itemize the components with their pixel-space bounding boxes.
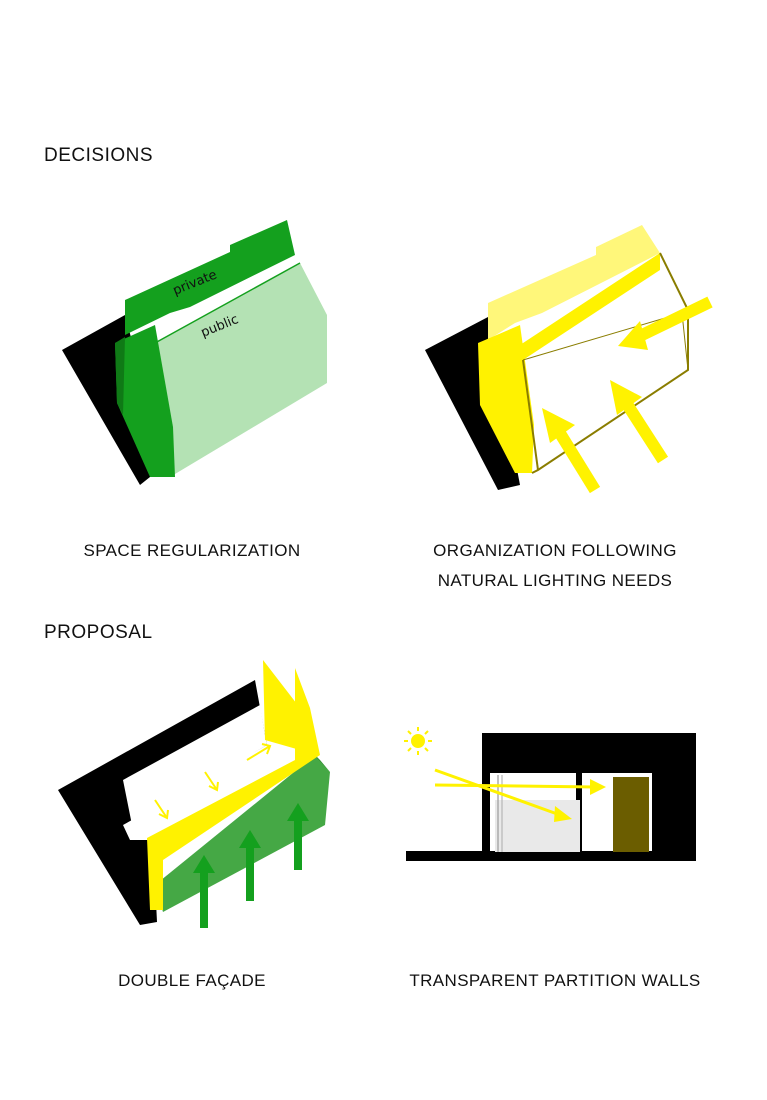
yellow-front-wall bbox=[478, 325, 534, 473]
caption-organization-line2: NATURAL LIGHTING NEEDS bbox=[437, 571, 673, 590]
caption-transparent-partition: TRANSPARENT PARTITION WALLS bbox=[409, 971, 701, 990]
organization-lighting-diagram bbox=[425, 225, 713, 494]
yellow-inner-facade bbox=[147, 668, 320, 910]
light-arrow-icon bbox=[610, 380, 669, 464]
section-title-proposal: PROPOSAL bbox=[44, 622, 153, 643]
ventilation-arrow-icon bbox=[193, 855, 215, 928]
left-column bbox=[482, 770, 490, 860]
light-arrow-icon bbox=[542, 408, 601, 494]
space-regularization-diagram: private public bbox=[62, 220, 327, 485]
caption-organization-line1: ORGANIZATION FOLLOWING bbox=[433, 541, 677, 560]
ventilation-arrow-icon bbox=[287, 803, 309, 870]
light-ray-arrow-icon bbox=[434, 768, 572, 822]
section-title-decisions: DECISIONS bbox=[44, 145, 154, 166]
double-facade-diagram bbox=[58, 660, 330, 928]
storage-block bbox=[613, 777, 649, 852]
light-ray-arrow-icon bbox=[434, 779, 606, 795]
green-wall-strip bbox=[115, 325, 175, 477]
light-arrow-icon bbox=[618, 296, 713, 350]
transparent-partition bbox=[495, 800, 580, 852]
transparent-partition-diagram bbox=[404, 727, 696, 861]
caption-space-regularization: SPACE REGULARIZATION bbox=[83, 541, 301, 560]
ventilation-arrow-icon bbox=[239, 830, 261, 901]
green-wall-side bbox=[115, 337, 125, 415]
yellow-roof-slab bbox=[520, 253, 660, 360]
right-wall bbox=[652, 765, 696, 861]
inner-arrow-icon bbox=[154, 743, 272, 820]
public-volume bbox=[155, 263, 327, 477]
yellow-return bbox=[263, 660, 300, 750]
yellow-back-volume bbox=[488, 225, 660, 340]
private-volume bbox=[125, 220, 295, 335]
existing-footprint bbox=[425, 317, 520, 490]
floor-slab bbox=[406, 851, 696, 861]
sun-icon bbox=[404, 727, 432, 755]
caption-double-facade: DOUBLE FAÇADE bbox=[118, 971, 266, 990]
